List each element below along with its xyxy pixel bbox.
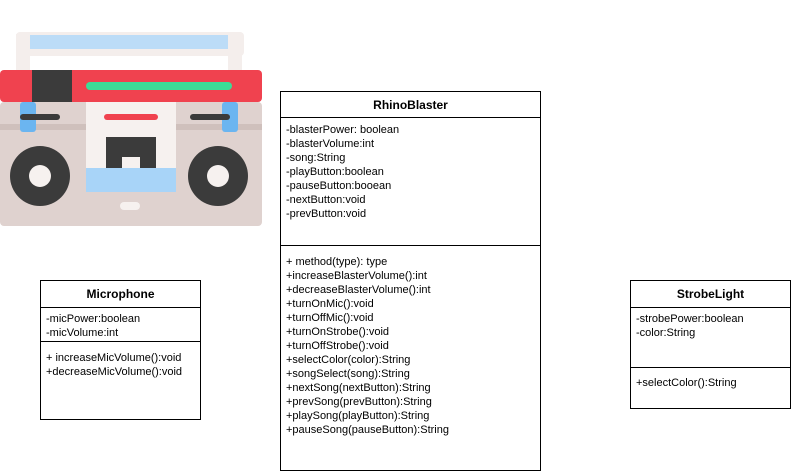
attributes-section: -micPower:boolean -micVolume:int [41, 308, 200, 342]
attribute: -micPower:boolean [46, 313, 141, 325]
method: +songSelect(song):String [286, 368, 410, 380]
cassette-red-bar [104, 114, 158, 120]
method: +turnOffStrobe():void [286, 340, 389, 352]
methods-section: + increaseMicVolume():void +decreaseMicV… [41, 342, 200, 382]
attribute: -playButton:boolean [286, 166, 384, 178]
speaker-right-cone [207, 165, 229, 187]
class-name: Microphone [41, 281, 200, 308]
methods-section: + method(type): type +increaseBlasterVol… [281, 246, 540, 440]
cassette-window [106, 137, 156, 168]
method: + increaseMicVolume():void [46, 352, 182, 364]
attribute: -prevButton:void [286, 208, 367, 220]
method: +playSong(playButton):String [286, 410, 430, 422]
method: +turnOnStrobe():void [286, 326, 390, 338]
stripe-left [20, 114, 60, 120]
handle-left-post [16, 34, 30, 70]
attribute: -color:String [636, 327, 696, 339]
handle-right-post [228, 34, 242, 70]
method: +pauseSong(pauseButton):String [286, 424, 449, 436]
cassette-blue [86, 168, 176, 192]
attribute: -strobePower:boolean [636, 313, 744, 325]
method: + method(type): type [286, 256, 388, 268]
class-rhinoblaster[interactable]: RhinoBlaster -blasterPower: boolean -bla… [280, 91, 541, 471]
top-band-dark [32, 70, 72, 102]
method: +selectColor():String [636, 377, 737, 389]
method: +nextSong(nextButton):String [286, 382, 431, 394]
attribute: -blasterPower: boolean [286, 124, 400, 136]
equalizer-bar [86, 82, 232, 90]
attribute: -nextButton:void [286, 194, 366, 206]
method: +decreaseMicVolume():void [46, 366, 183, 378]
method: +prevSong(prevButton):String [286, 396, 432, 408]
attribute: -micVolume:int [46, 327, 119, 339]
class-name: RhinoBlaster [281, 92, 540, 118]
attributes-section: -blasterPower: boolean -blasterVolume:in… [281, 118, 540, 246]
attribute: -blasterVolume:int [286, 138, 375, 150]
class-name: StrobeLight [631, 281, 790, 308]
stripe-right [190, 114, 230, 120]
methods-section: +selectColor():String [631, 368, 790, 393]
method: +selectColor(color):String [286, 354, 411, 366]
method: +turnOffMic():void [286, 312, 374, 324]
boombox-icon [0, 32, 262, 226]
method: +decreaseBlasterVolume():int [286, 284, 431, 296]
method: +turnOnMic():void [286, 298, 374, 310]
attribute: -song:String [286, 152, 346, 164]
method: +increaseBlasterVolume():int [286, 270, 427, 282]
cassette-slot [120, 202, 140, 210]
speaker-left-cone [29, 165, 51, 187]
attribute: -pauseButton:booean [286, 180, 392, 192]
attributes-section: -strobePower:boolean -color:String [631, 308, 790, 368]
class-microphone[interactable]: Microphone -micPower:boolean -micVolume:… [40, 280, 201, 420]
handle-inner [30, 35, 228, 49]
class-strobelight[interactable]: StrobeLight -strobePower:boolean -color:… [630, 280, 791, 409]
